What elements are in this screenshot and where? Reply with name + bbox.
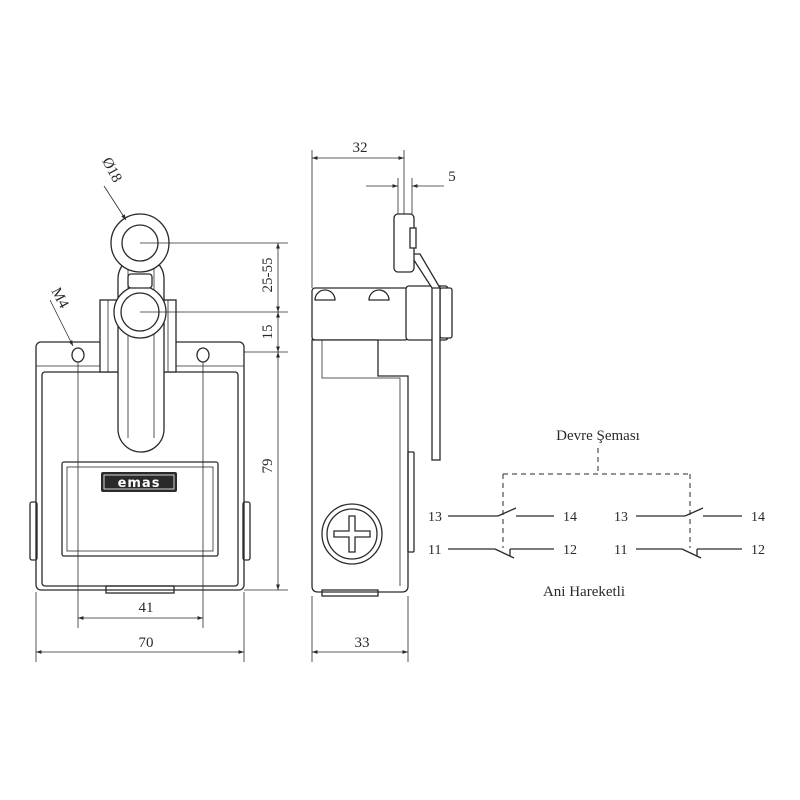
dim-diameter-18: Ø18 [98, 155, 124, 185]
screw-cross-icon [333, 515, 371, 553]
left-terminal-13: 13 [428, 510, 442, 525]
right-terminal-12: 12 [751, 543, 765, 558]
front-side-tab-right [242, 501, 251, 561]
side-view [311, 213, 453, 597]
screw-outer [321, 503, 383, 565]
dim-25-55: 25-55 [260, 258, 276, 293]
mount-hole-right [196, 347, 210, 363]
dim-m4: M4 [48, 285, 72, 311]
screw-inner [326, 508, 378, 560]
right-terminal-14: 14 [751, 510, 765, 525]
dim-15: 15 [260, 325, 276, 340]
circuit-schematic: Devre Şeması 13 14 11 12 13 14 11 12 An [428, 428, 765, 600]
side-body [311, 339, 409, 593]
schematic-subtitle: Ani Hareketli [543, 584, 625, 600]
dim-32: 32 [353, 140, 368, 156]
front-side-tab-left [29, 501, 38, 561]
front-bottom-foot [105, 585, 175, 594]
dim-70: 70 [139, 635, 154, 651]
dim-79: 79 [260, 459, 276, 474]
logo-text: emas [118, 476, 161, 491]
left-terminal-11: 11 [428, 543, 441, 558]
schematic-title: Devre Şeması [556, 428, 640, 444]
side-lever [431, 285, 441, 461]
left-terminal-14: 14 [563, 510, 577, 525]
dim-5: 5 [448, 169, 456, 185]
front-window-outer [61, 461, 219, 557]
dim-41: 41 [139, 600, 154, 616]
mount-hole-left [71, 347, 85, 363]
front-dimensions: 25-55 15 79 41 70 Ø18 M4 [35, 155, 288, 662]
front-window-inner [66, 466, 214, 552]
right-terminal-13: 13 [614, 510, 628, 525]
right-terminal-11: 11 [614, 543, 627, 558]
front-view: emas [29, 213, 251, 594]
left-terminal-12: 12 [563, 543, 577, 558]
side-dimensions: 32 5 33 [311, 140, 456, 662]
logo-badge [101, 472, 177, 492]
dim-33: 33 [355, 635, 370, 651]
